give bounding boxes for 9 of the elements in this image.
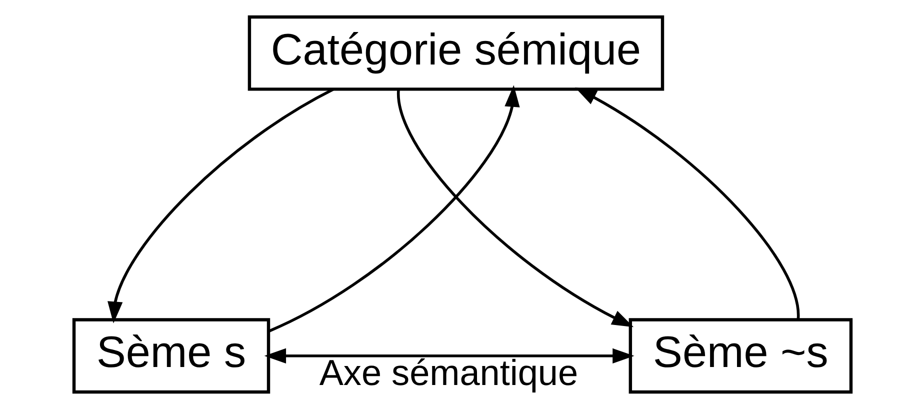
arrow xyxy=(264,348,634,363)
node-box: Sème ~s xyxy=(628,318,852,394)
node-box: Sème s xyxy=(72,318,270,394)
edge-label: Axe sémantique xyxy=(318,351,578,392)
arrow xyxy=(396,88,634,327)
arrow xyxy=(107,88,334,323)
arrow xyxy=(574,86,800,319)
arrow xyxy=(268,84,520,332)
node-box: Catégorie sémique xyxy=(247,14,664,90)
